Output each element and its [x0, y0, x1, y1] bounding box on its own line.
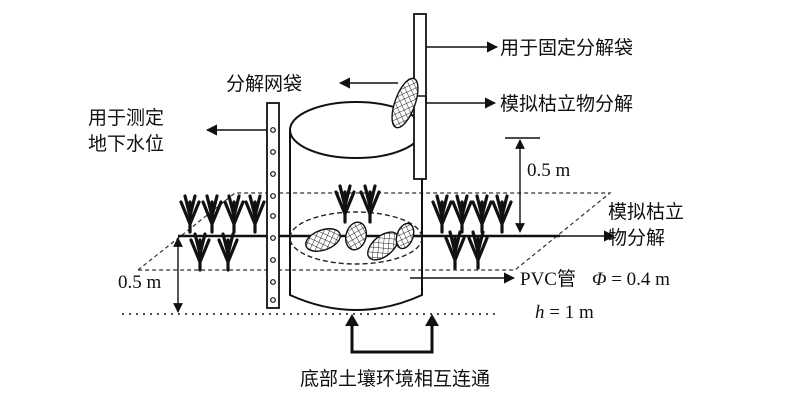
plants-left [179, 194, 266, 272]
h-value: = 1 m [545, 302, 594, 323]
label-height: h = 1 m [535, 302, 594, 323]
arrow-standing-decomp [418, 95, 497, 109]
h-symbol: h [535, 302, 545, 323]
label-pvc: PVC管 Φ = 0.4 m [520, 268, 670, 290]
label-water-line1: 用于测定 [88, 107, 164, 129]
label-surface-decomp-line2: 物分解 [608, 227, 665, 249]
label-fix-bag: 用于固定分解袋 [500, 37, 633, 59]
plants-inside [334, 184, 381, 224]
label-decomp-bag: 分解网袋 [226, 73, 302, 95]
label-standing-decomp: 模拟枯立物分解 [500, 93, 633, 115]
pvc-name: PVC管 [520, 268, 576, 290]
label-bottom-note: 底部土壤环境相互连通 [300, 368, 490, 390]
label-water-line2: 地下水位 [88, 133, 164, 155]
phi-symbol: Φ [592, 269, 606, 290]
phi-value: = 0.4 m [606, 269, 670, 290]
inner-dashed-ellipse [289, 211, 423, 265]
plants-right [431, 194, 513, 270]
hanging-decomposition-bag [391, 77, 419, 129]
label-depth-below: 0.5 m [118, 272, 162, 293]
bottom-bracket [350, 322, 434, 354]
ground-plane [136, 192, 612, 271]
bottom-arrow-left [345, 314, 359, 326]
label-surface-decomp-line1: 模拟枯立 [608, 201, 684, 223]
water-level-pipe [266, 102, 280, 309]
pipe-holes [270, 127, 276, 303]
label-height-above: 0.5 m [527, 160, 571, 181]
bottom-arrow-right [425, 314, 439, 326]
pvc-pipe-body [289, 130, 423, 311]
surface-decomposition-bags [305, 221, 415, 261]
